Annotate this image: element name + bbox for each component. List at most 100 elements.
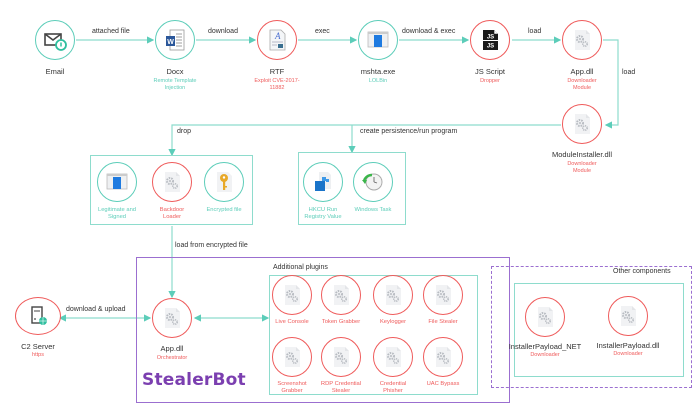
- node-appdll-orchestrator[interactable]: [152, 298, 192, 338]
- svg-text:JS: JS: [487, 35, 494, 41]
- sublabel-appdll-orchestrator: Orchestrator: [156, 355, 188, 361]
- label-docx: Docx: [166, 67, 184, 76]
- node-moduleinstaller[interactable]: [562, 104, 602, 144]
- plugin-label: Credential Phisher: [379, 381, 407, 394]
- edge-label-drop: drop: [177, 128, 192, 135]
- label-c2-server: C2 Server: [21, 342, 55, 351]
- node-installerpayload-dll[interactable]: [608, 296, 648, 336]
- node-rtf[interactable]: A: [257, 20, 297, 60]
- drop-group-box: [90, 155, 253, 225]
- node-email[interactable]: [35, 20, 75, 60]
- window-app-icon: [106, 173, 128, 190]
- label-rtf: RTF: [269, 67, 285, 76]
- node-installerpayload-net[interactable]: [525, 297, 565, 337]
- label-legitimate-signed: Legitimate and Signed: [97, 207, 137, 220]
- email-icon: [44, 33, 67, 51]
- svg-text:A: A: [274, 31, 281, 41]
- edge-label-load-2: load: [622, 69, 636, 76]
- sublabel-c2-server: https: [32, 352, 44, 358]
- label-encrypted-file: Encrypted file: [206, 207, 242, 213]
- sublabel-installerpayload-dll: Downloader: [613, 351, 643, 357]
- node-hkcu-run[interactable]: [303, 162, 343, 202]
- label-moduleinstaller: ModuleInstaller.dll: [551, 150, 613, 159]
- node-windows-task[interactable]: [353, 162, 393, 202]
- node-docx[interactable]: W: [155, 20, 195, 60]
- plugin-label: UAC Bypass: [426, 381, 460, 387]
- gear-file-icon: [285, 285, 300, 305]
- word-doc-icon: W: [166, 29, 185, 51]
- node-backdoor-loader[interactable]: [152, 162, 192, 202]
- key-file-icon: [217, 172, 232, 192]
- edge-label-exec: exec: [315, 28, 330, 35]
- gear-file-icon: [575, 30, 590, 50]
- stealerbot-brand: StealerBot: [142, 370, 246, 390]
- gear-file-icon: [285, 347, 300, 367]
- plugin-label: Token Grabber: [321, 319, 361, 325]
- sublabel-mshta: LOLBin: [368, 78, 388, 84]
- plugin-node[interactable]: [272, 337, 312, 377]
- edge-label-attached-file: attached file: [92, 28, 130, 35]
- scheduled-task-icon: [362, 173, 383, 191]
- plugin-label: RDP Credential Stealer: [320, 381, 362, 394]
- node-jsscript[interactable]: JS JS: [470, 20, 510, 60]
- gear-file-icon: [621, 306, 636, 326]
- gear-file-icon: [575, 114, 590, 134]
- plugin-label: Live Console: [275, 319, 309, 325]
- plugin-label: Screenshot Grabber: [277, 381, 307, 394]
- other-components-inner-box: [514, 283, 684, 377]
- label-jsscript: JS Script: [474, 67, 505, 76]
- node-appdll-downloader[interactable]: [562, 20, 602, 60]
- plugin-node[interactable]: [373, 275, 413, 315]
- label-mshta: mshta.exe: [360, 67, 396, 76]
- node-encrypted-file[interactable]: [204, 162, 244, 202]
- gear-file-icon: [436, 347, 451, 367]
- gear-file-icon: [334, 347, 349, 367]
- gear-file-icon: [165, 308, 180, 328]
- label-installerpayload-net: InstallerPayload_NET: [508, 342, 582, 351]
- node-legitimate-signed[interactable]: [97, 162, 137, 202]
- svg-text:JS: JS: [487, 44, 494, 50]
- gear-file-icon: [386, 285, 401, 305]
- edge-app-installer: [603, 39, 619, 129]
- label-appdll-downloader: App.dll: [570, 67, 594, 76]
- gear-file-icon: [334, 285, 349, 305]
- registry-icon: [315, 172, 331, 191]
- plugin-node[interactable]: [321, 337, 361, 377]
- label-backdoor-loader: Backdoor Loader: [159, 207, 185, 220]
- plugin-node[interactable]: [272, 275, 312, 315]
- plugins-title: Additional plugins: [273, 264, 328, 271]
- label-hkcu-run: HKCU Run Registry Value: [304, 207, 342, 220]
- edge-installer-drop: [168, 124, 561, 157]
- plugin-label: File Stealer: [428, 319, 458, 325]
- window-app-icon: [367, 31, 389, 48]
- plugin-node[interactable]: [423, 275, 463, 315]
- js-file-icon: JS JS: [483, 30, 498, 50]
- persistence-group-box: [298, 152, 406, 225]
- gear-file-icon: [386, 347, 401, 367]
- server-icon: [31, 306, 47, 325]
- plugin-node[interactable]: [321, 275, 361, 315]
- sublabel-jsscript: Dropper: [480, 78, 500, 84]
- svg-text:W: W: [167, 39, 174, 46]
- edge-label-load: load: [528, 28, 542, 35]
- sublabel-moduleinstaller: Downloader Module: [567, 161, 597, 174]
- other-components-box: [491, 266, 692, 388]
- node-c2-server[interactable]: [15, 297, 61, 335]
- edge-label-download-exec: download & exec: [402, 28, 456, 35]
- gear-file-icon: [436, 285, 451, 305]
- gear-file-icon: [538, 307, 553, 327]
- gear-file-icon: [165, 172, 180, 192]
- label-windows-task: Windows Task: [354, 207, 392, 213]
- label-email: Email: [45, 67, 65, 76]
- edge-label-load-encrypted: load from encrypted file: [175, 242, 248, 249]
- label-appdll-orchestrator: App.dll: [160, 344, 184, 353]
- plugin-node[interactable]: [373, 337, 413, 377]
- other-components-title: Other components: [613, 268, 671, 275]
- edge-label-download-upload: download & upload: [66, 306, 126, 313]
- plugin-node[interactable]: [423, 337, 463, 377]
- node-mshta[interactable]: [358, 20, 398, 60]
- plugins-box: [269, 275, 478, 395]
- sublabel-installerpayload-net: Downloader: [530, 352, 560, 358]
- sublabel-appdll-downloader: Downloader Module: [567, 78, 597, 91]
